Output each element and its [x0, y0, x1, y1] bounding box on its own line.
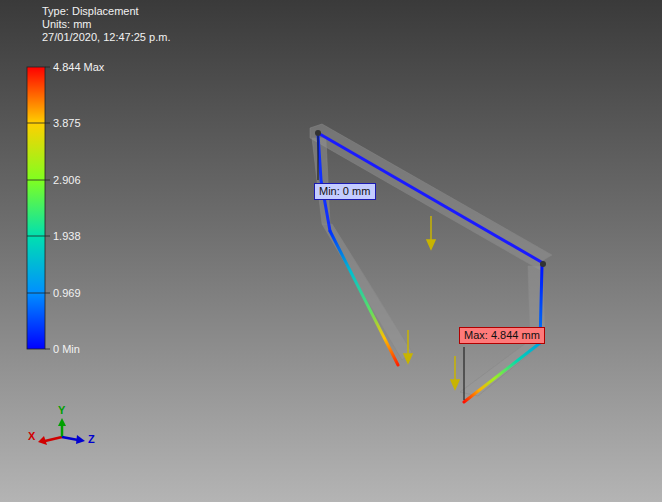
callout-text: Min: 0 mm	[319, 185, 371, 198]
scale-value: 2.906	[53, 174, 81, 187]
max-callout: Max: 4.844 mm	[459, 327, 545, 344]
scale-value: 1.938	[53, 230, 81, 243]
result-timestamp: 27/01/2020, 12:47:25 p.m.	[42, 31, 170, 44]
axis-triad	[38, 418, 85, 445]
load-arrows	[404, 216, 459, 389]
support-points	[315, 130, 546, 267]
color-scale	[27, 67, 45, 349]
scale-value: 3.875	[53, 117, 81, 130]
scale-ticks	[27, 67, 50, 349]
callout-text: Max: 4.844 mm	[464, 329, 540, 342]
deformed-frame	[318, 133, 543, 402]
leader-lines	[318, 136, 464, 400]
result-units: Units: mm	[42, 18, 92, 31]
axis-label: Y	[58, 404, 65, 417]
scale-value: 0.969	[53, 287, 81, 300]
axis-label: X	[28, 430, 35, 443]
min-callout: Min: 0 mm	[314, 183, 376, 200]
scale-value: 0 Min	[53, 343, 80, 356]
axis-label: Z	[88, 433, 95, 446]
undeformed-frame	[310, 124, 552, 396]
result-type: Type: Displacement	[42, 5, 139, 18]
scale-value: 4.844 Max	[53, 61, 104, 74]
